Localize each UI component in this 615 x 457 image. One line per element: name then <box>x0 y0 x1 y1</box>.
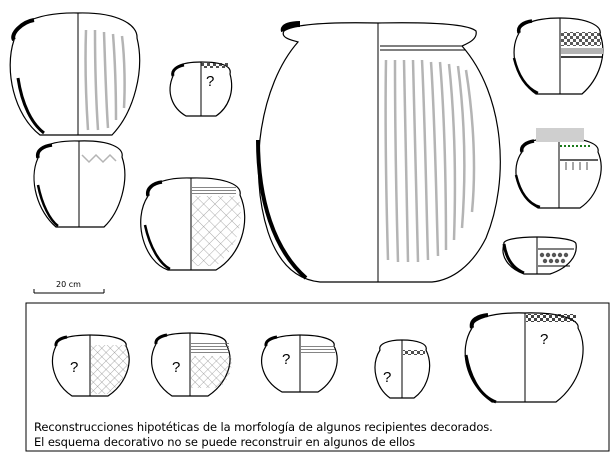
scale-bar: 20 cm <box>33 280 105 294</box>
vessel-bowl-8 <box>502 236 577 275</box>
reconstruction-5: ? <box>464 312 584 404</box>
question-mark-2: ? <box>206 73 214 90</box>
caption-line-2: El esquema decorativo no se puede recons… <box>34 435 415 449</box>
vessel-pot-7 <box>514 128 602 209</box>
vessel-pot-6 <box>512 17 604 95</box>
question-mark-r1: ? <box>70 359 78 376</box>
vessel-small-pot-2: ? <box>169 61 233 117</box>
reconstructions-frame <box>25 302 610 452</box>
question-mark-r3: ? <box>282 351 290 368</box>
vessel-pot-4 <box>140 177 246 271</box>
reconstruction-3: ? <box>261 334 338 393</box>
vessel-large-jar-5 <box>256 21 501 283</box>
question-mark-r5: ? <box>540 331 548 348</box>
question-mark-r4: ? <box>383 369 391 386</box>
reconstruction-4: ? <box>374 339 431 399</box>
caption-line-1: Reconstrucciones hipotéticas de la morfo… <box>34 420 493 434</box>
question-mark-r2: ? <box>172 359 180 376</box>
vessel-pot-3 <box>33 140 126 228</box>
reconstruction-2: ? <box>151 332 232 397</box>
reconstruction-1: ? <box>51 334 130 397</box>
scale-label: 20 cm <box>56 280 81 289</box>
vessel-jar-1 <box>9 12 141 136</box>
